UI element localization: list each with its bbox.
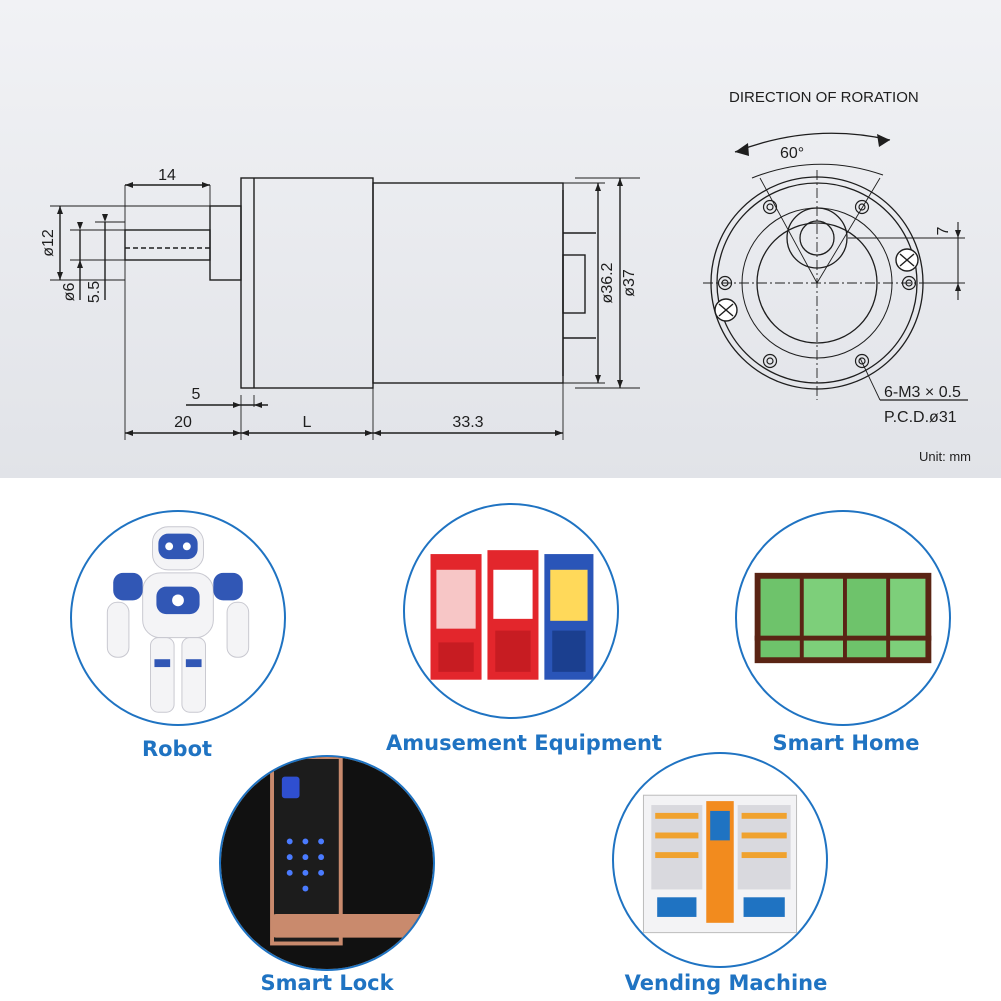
vending-machine-icon [642,794,798,934]
output-shaft [124,229,211,261]
gearbox-body [240,177,374,389]
dim-20: 20 [174,414,192,431]
amusement-machines-icon [430,550,594,680]
terminal-box [562,254,586,314]
direction-of-rotation-label: DIRECTION OF RORATION [729,89,919,106]
label-robot: Robot [141,737,213,761]
rotation-arrow-arc [734,132,891,153]
robot-icon [106,526,250,713]
window-icon [754,572,932,664]
label-smart-home: Smart Home [772,731,920,755]
smart-home-image [735,510,951,726]
dim-shaft-length: 14 [158,167,176,184]
dim-dia-6: ø6 [61,283,78,302]
motor-technical-drawing: 14 20 5 L 33.3 ø12 ø6 5.5 ø36.2 ø37 DIRE… [0,0,1001,478]
screw-spec-label: 6-M3 × 0.5 [884,384,961,401]
pcd-label: P.C.D.ø31 [884,409,957,426]
unit-label: Unit: mm [919,449,971,464]
angle-60-label: 60° [780,145,804,162]
shaft-boss [209,205,242,281]
dim-33-3: 33.3 [452,414,483,431]
dim-L: L [303,414,312,431]
robot-image [70,510,286,726]
dim-dia-37: ø37 [621,269,638,297]
dim-flat-5-5: 5.5 [86,281,103,303]
screw-icons [714,248,919,322]
smart-lock-icon [221,757,433,969]
amusement-equipment-image [403,503,619,719]
dim-dia-36-2: ø36.2 [599,262,616,303]
dim-5: 5 [192,386,201,403]
mounting-holes [717,199,917,369]
dim-7: 7 [935,226,952,235]
label-amusement-equipment: Amusement Equipment [386,731,662,755]
motor-can [372,182,564,384]
label-vending-machine: Vending Machine [624,971,828,995]
drawing-canvas: 14 20 5 L 33.3 ø12 ø6 5.5 ø36.2 ø37 DIRE… [40,89,968,440]
vending-machine-image [612,752,828,968]
dim-dia-12: ø12 [40,229,57,257]
label-smart-lock: Smart Lock [260,971,394,995]
smart-lock-image [219,755,435,971]
